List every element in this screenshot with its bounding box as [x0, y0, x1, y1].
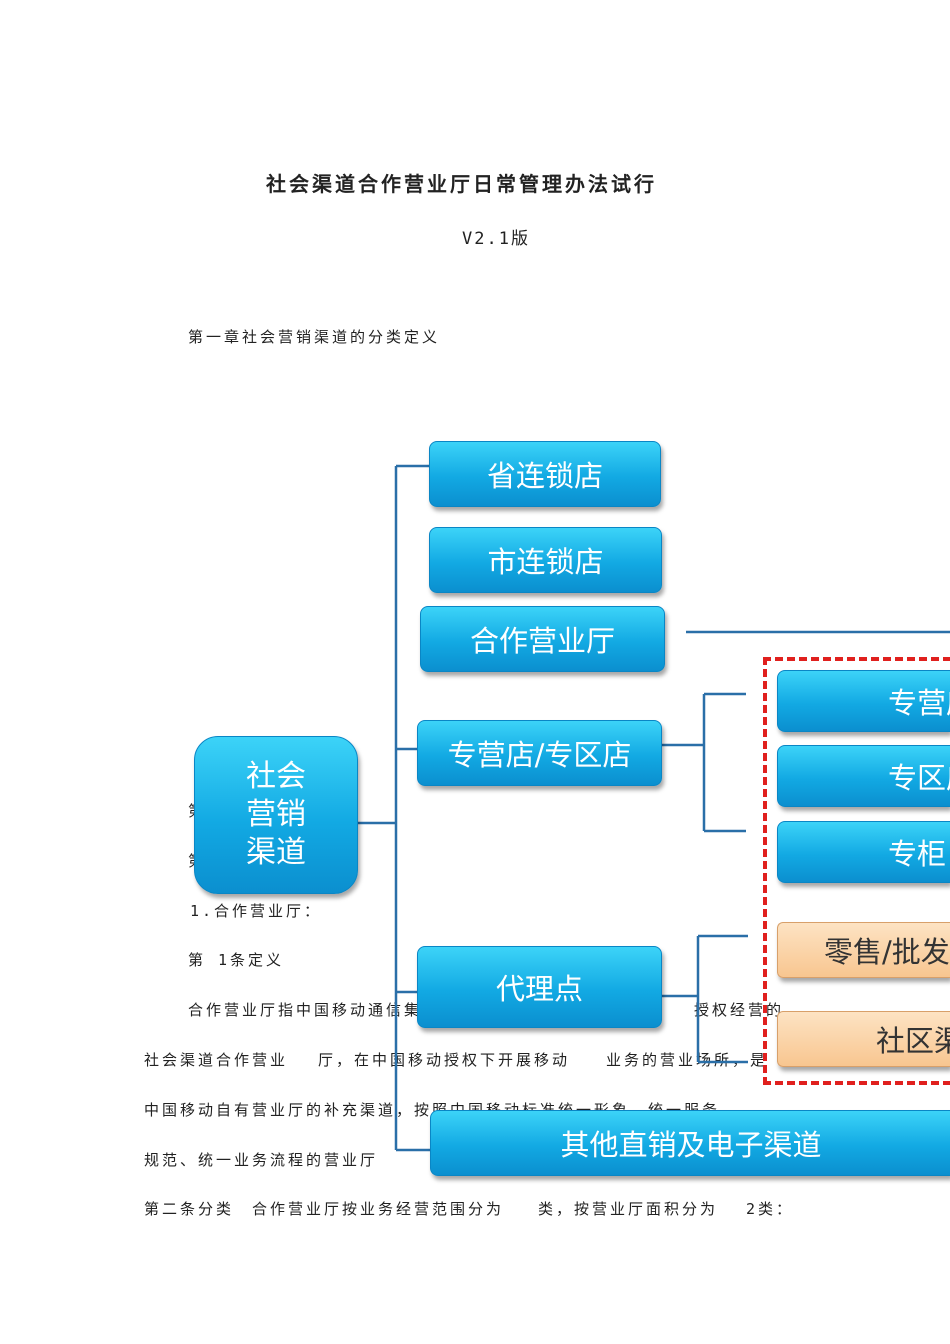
root-line-3: 渠道: [246, 835, 306, 870]
text-fragment-3: 1.合作营业厅：: [190, 902, 323, 920]
node-province-chain-label: 省连锁店: [486, 459, 603, 493]
node-agent-point: 代理点: [417, 946, 662, 1028]
chapter-heading: 第一章社会营销渠道的分类定义: [188, 328, 441, 346]
node-retail-wholesale-label: 零售/批发店: [824, 935, 950, 969]
text-fragment-9a: 第二条分类: [144, 1200, 235, 1218]
node-zone-store-label: 专区店: [888, 761, 950, 795]
text-fragment-5a: 合作营业厅指中国移动通信集团公司: [188, 1001, 477, 1019]
node-community-channel: 社区渠道: [777, 1011, 950, 1067]
node-coop-hall: 合作营业厅: [420, 606, 665, 672]
text-fragment-9d: 2类：: [746, 1200, 795, 1218]
node-retail-wholesale: 零售/批发店: [777, 922, 950, 978]
node-counter: 专柜: [777, 821, 950, 883]
root-line-1: 社会: [246, 759, 306, 794]
text-fragment-4: 第 1条定义: [188, 951, 285, 969]
text-fragment-9c: 类，按营业厅面积分为: [538, 1200, 719, 1218]
node-agent-point-label: 代理点: [495, 972, 583, 1006]
node-zone-store: 专区店: [777, 745, 950, 807]
text-fragment-6b: 厅，在中国移动授权下开展移动: [318, 1051, 571, 1069]
document-version: V2.1版: [462, 229, 530, 249]
node-other-channels-label: 其他直销及电子渠道: [560, 1128, 822, 1162]
dashed-group-border: [763, 657, 950, 1085]
node-city-chain: 市连锁店: [429, 527, 662, 593]
node-community-channel-label: 社区渠道: [876, 1024, 950, 1058]
node-exclusive-shop-label: 专营店: [888, 686, 950, 720]
node-exclusive-store: 专营店/专区店: [417, 720, 662, 786]
text-fragment-6c: 业务的营业场所，是: [606, 1051, 769, 1069]
node-province-chain: 省连锁店: [429, 441, 661, 507]
document-title: 社会渠道合作营业厅日常管理办法试行: [266, 172, 657, 196]
node-exclusive-store-label: 专营店/专区店: [447, 738, 632, 772]
node-social-marketing-channel: 社会 营销 渠道: [194, 736, 358, 894]
text-fragment-9b: 合作营业厅按业务经营范围分为: [252, 1200, 505, 1218]
node-counter-label: 专柜: [888, 837, 947, 871]
node-exclusive-shop: 专营店: [777, 670, 950, 732]
text-fragment-5b: 授权经营的: [694, 1001, 785, 1019]
node-city-chain-label: 市连锁店: [487, 545, 604, 579]
root-line-2: 营销: [246, 797, 306, 832]
text-fragment-8: 规范、统一业务流程的营业厅: [144, 1151, 379, 1169]
text-fragment-6a: 社会渠道合作营业: [144, 1051, 289, 1069]
node-other-channels: 其他直销及电子渠道: [430, 1110, 950, 1176]
node-coop-hall-label: 合作营业厅: [469, 624, 615, 658]
